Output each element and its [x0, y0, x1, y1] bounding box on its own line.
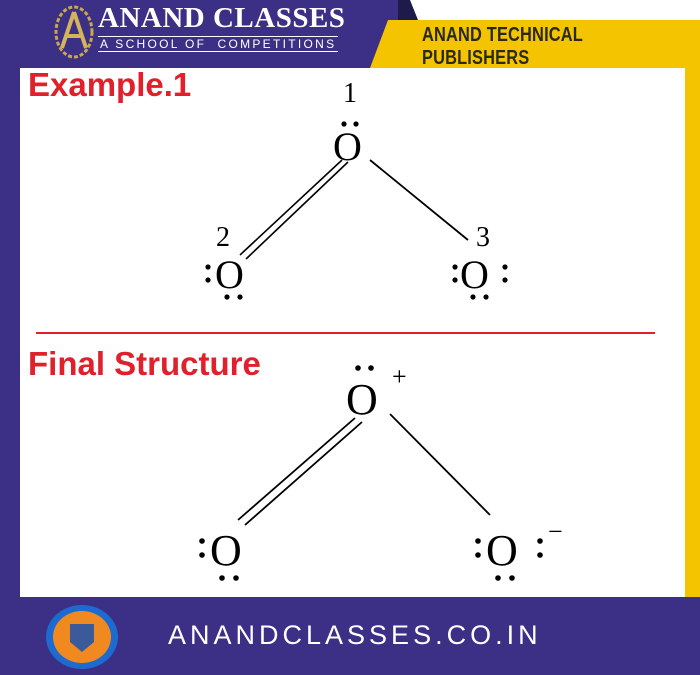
oxygen-atom-center: O [346, 375, 378, 424]
plus-charge: + [392, 362, 407, 391]
publisher-name: ANAND TECHNICAL PUBLISHERS [422, 24, 583, 69]
oxygen-atom-3: O [460, 252, 489, 297]
example-heading: Example.1 [28, 66, 192, 103]
atom-number-1: 1 [343, 78, 357, 109]
brand-subtitle: A SCHOOL OF COMPETITIONS [98, 36, 339, 52]
publisher-banner [370, 20, 700, 68]
logo-icon [54, 5, 94, 59]
atom-number-2: 2 [216, 222, 230, 253]
right-border [685, 20, 700, 600]
oxygen-atom-2: O [215, 252, 244, 297]
final-structure: O + O O − [199, 362, 563, 581]
double-bond [239, 159, 343, 256]
lewis-structures: 1 O 2 O 3 O O + O O − [36, 78, 655, 581]
website-link[interactable]: ANANDCLASSES.CO.IN [168, 620, 542, 650]
example-structure: 1 O 2 O 3 O [205, 78, 508, 300]
atom-number-3: 3 [476, 222, 490, 253]
oxygen-atom-right: O [486, 526, 518, 575]
left-border [0, 0, 20, 675]
single-bond [389, 413, 491, 516]
final-structure-heading: Final Structure [28, 345, 261, 382]
minus-charge: − [548, 517, 563, 546]
double-bond [237, 417, 356, 521]
brand-title: ANAND CLASSES [98, 2, 346, 34]
single-bond [369, 159, 469, 241]
oxygen-atom-left: O [210, 526, 242, 575]
footer-logo-icon [46, 605, 118, 669]
